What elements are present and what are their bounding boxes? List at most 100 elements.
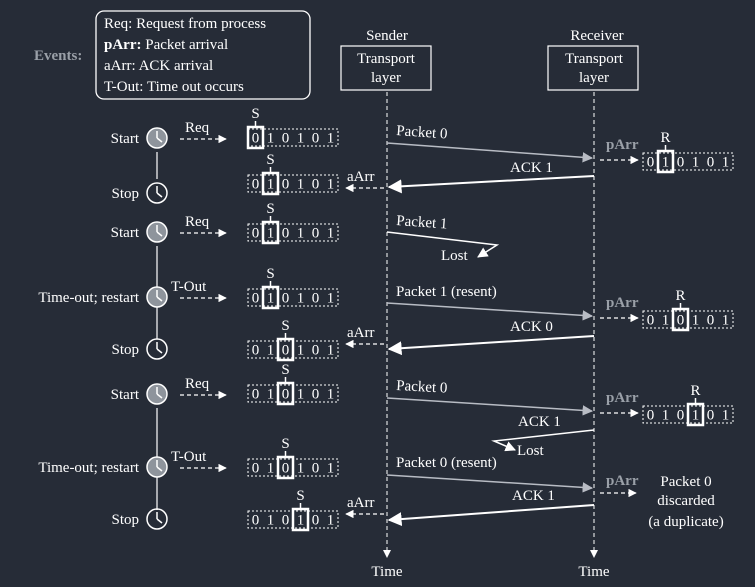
timer-event: Start Req bbox=[111, 376, 227, 405]
sequence-bit: 1 bbox=[267, 513, 275, 529]
events-box bbox=[95, 10, 311, 100]
sequence-bit: 1 bbox=[692, 155, 700, 171]
receiver-marker: R bbox=[660, 130, 670, 146]
sequence-bit: 0 bbox=[312, 226, 320, 242]
event-label-t-out: T-Out bbox=[171, 279, 207, 295]
sequence-bit: 0 bbox=[707, 408, 715, 424]
timer-label: Stop bbox=[111, 342, 139, 358]
sequence-bit: 1 bbox=[327, 387, 335, 403]
sender-marker: S bbox=[281, 318, 289, 334]
sequence-bit: 1 bbox=[267, 387, 275, 403]
svg-text:pArr: Packet arrival: pArr: Packet arrival bbox=[104, 37, 228, 53]
packet-1-lost-arrow bbox=[386, 231, 500, 258]
stop-clock-icon bbox=[146, 338, 168, 360]
discard-note: pArr Packet 0 discarded (a duplicate) bbox=[600, 473, 724, 530]
sequence-bit: 1 bbox=[662, 313, 670, 329]
sequence-bit: 1 bbox=[327, 291, 335, 307]
sender-time-arrow bbox=[383, 550, 391, 558]
sender-marker: S bbox=[281, 436, 289, 452]
sequence-bit: 0 bbox=[677, 408, 685, 424]
sender-marker: S bbox=[266, 266, 274, 282]
event-label-req: Req bbox=[185, 120, 210, 136]
packet-0-label: Packet 0 bbox=[396, 123, 448, 143]
ack-1c-label: ACK 1 bbox=[512, 488, 555, 504]
parr-event-label: pArr bbox=[606, 473, 639, 489]
timer-event: Time-out; restart T-Out bbox=[38, 279, 227, 308]
ack-1-arrow bbox=[387, 175, 595, 194]
sequence-bit: 1 bbox=[662, 155, 670, 171]
svg-text:T-Out: Time out occurs: T-Out: Time out occurs bbox=[104, 79, 244, 95]
clock-icon bbox=[146, 127, 168, 149]
sequence-bit: 1 bbox=[327, 343, 335, 359]
sequence-bit: 1 bbox=[327, 131, 335, 147]
sequence-bit: 1 bbox=[297, 131, 305, 147]
sequence-bit: 1 bbox=[327, 177, 335, 193]
sequence-bit: 0 bbox=[252, 387, 260, 403]
parr-event-label: pArr bbox=[606, 390, 639, 406]
receiver-marker: R bbox=[690, 383, 700, 399]
timer-label: Time-out; restart bbox=[38, 460, 140, 476]
clock-icon bbox=[146, 286, 168, 308]
sequence-bit: 0 bbox=[282, 291, 290, 307]
timer-label: Time-out; restart bbox=[38, 290, 140, 306]
receiver-header: Receiver Transport layer bbox=[547, 28, 639, 91]
sequence-bit: 0 bbox=[282, 513, 290, 529]
sequence-bit: 1 bbox=[267, 131, 275, 147]
lost-label-1: Lost bbox=[441, 248, 469, 264]
sequence-bit: 1 bbox=[297, 291, 305, 307]
discard-line-3: (a duplicate) bbox=[648, 514, 723, 530]
sequence-bit: 1 bbox=[692, 313, 700, 329]
timer-event: Stop aArr bbox=[111, 495, 384, 530]
sequence-bit: 0 bbox=[312, 461, 320, 477]
sequence-bit: 0 bbox=[282, 131, 290, 147]
sender-marker: S bbox=[266, 201, 274, 217]
sender-transport-box bbox=[340, 45, 432, 91]
receiver-time-label: Time bbox=[578, 564, 609, 580]
sender-title: Sender bbox=[366, 28, 408, 44]
clock-icon bbox=[146, 456, 168, 478]
ack-1-lost-arrow bbox=[491, 429, 595, 452]
sequence-bit: 0 bbox=[282, 343, 290, 359]
sequence-bit: 0 bbox=[312, 387, 320, 403]
sequence-bit: 0 bbox=[677, 313, 685, 329]
sequence-bit: 0 bbox=[707, 313, 715, 329]
event-label-req: Req bbox=[185, 376, 210, 392]
event-item-req: Req: Request from process bbox=[104, 16, 266, 32]
sequence-bit: 0 bbox=[707, 155, 715, 171]
sequence-bit: 1 bbox=[327, 226, 335, 242]
svg-text:Transport: Transport bbox=[565, 51, 624, 67]
parr-event-label: pArr bbox=[606, 295, 639, 311]
packet-0-resent-label: Packet 0 (resent) bbox=[396, 455, 497, 471]
discard-line-1: Packet 0 bbox=[660, 474, 711, 490]
sequence-bit: 0 bbox=[282, 226, 290, 242]
event-label-aarr: aArr bbox=[347, 495, 374, 511]
sequence-bit: 1 bbox=[297, 343, 305, 359]
sequence-bit: 0 bbox=[282, 387, 290, 403]
event-label-aarr: aArr bbox=[347, 169, 374, 185]
lost-label-2: Lost bbox=[517, 443, 545, 459]
sequence-bit: 1 bbox=[297, 387, 305, 403]
ack-0-label: ACK 0 bbox=[510, 319, 553, 335]
timer-label: Start bbox=[111, 387, 140, 403]
svg-text:layer: layer bbox=[371, 70, 401, 86]
sequence-bit: 0 bbox=[282, 177, 290, 193]
events-legend: Events: Req: Request from process pArr: … bbox=[34, 10, 311, 100]
sequence-bit: 0 bbox=[647, 408, 655, 424]
sequence-bit: 0 bbox=[312, 177, 320, 193]
timer-label: Stop bbox=[111, 512, 139, 528]
